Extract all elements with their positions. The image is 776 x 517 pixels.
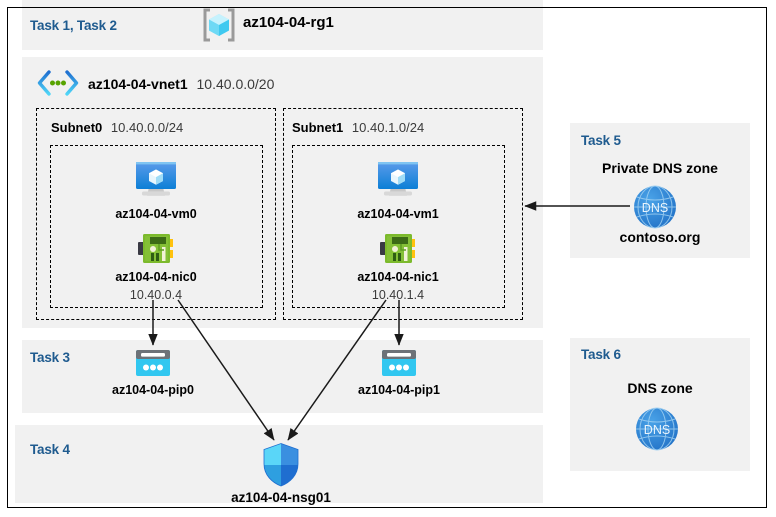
- vnet-address-space: 10.40.0.0/20: [196, 76, 275, 92]
- vm0-label: az104-04-vm0: [115, 207, 197, 221]
- network-interface-icon: [138, 232, 174, 265]
- subnet0-title: Subnet0 10.40.0.0/24: [51, 120, 183, 135]
- pip1-label: az104-04-pip1: [358, 383, 440, 397]
- subnet0-box: [36, 108, 276, 320]
- nic1-label: az104-04-nic1: [357, 270, 439, 284]
- public-ip-address-icon: [380, 348, 418, 378]
- diagram-outer-frame: [7, 7, 767, 508]
- task3-label: Task 3: [30, 350, 70, 365]
- subnet1-name: Subnet1: [292, 120, 344, 135]
- public-ip-address-icon: [134, 348, 172, 378]
- virtual-network-icon: [36, 70, 80, 96]
- task1-task2-label: Task 1, Task 2: [30, 18, 117, 33]
- private-dns-zone-title: Private DNS zone: [602, 160, 718, 176]
- subnet0-cidr: 10.40.0.0/24: [110, 120, 184, 135]
- task4-label: Task 4: [30, 442, 70, 457]
- resource-group-icon: [201, 8, 237, 42]
- vnet-name: az104-04-vnet1: [88, 76, 188, 92]
- network-interface-icon: [380, 232, 416, 265]
- subnet1-box: [283, 108, 523, 320]
- subnet1-cidr: 10.40.1.0/24: [351, 120, 425, 135]
- nsg01-label: az104-04-nsg01: [231, 490, 331, 505]
- dns-icon-text: DNS: [644, 423, 670, 437]
- task5-label: Task 5: [581, 133, 621, 148]
- virtual-machine-icon: [375, 158, 421, 200]
- nic0-ip: 10.40.0.4: [129, 288, 183, 302]
- private-dns-zone-name: contoso.org: [619, 229, 701, 245]
- dns-icon-text: DNS: [642, 201, 668, 215]
- network-security-group-icon: [261, 442, 301, 488]
- task6-label: Task 6: [581, 347, 621, 362]
- dns-zone-title: DNS zone: [627, 380, 693, 396]
- vnet-title: az104-04-vnet1 10.40.0.0/20: [88, 76, 274, 92]
- nic0-label: az104-04-nic0: [115, 270, 197, 284]
- subnet0-inner-box: [50, 145, 263, 308]
- vm1-label: az104-04-vm1: [357, 207, 439, 221]
- dns-zone-icon: DNS: [634, 406, 680, 452]
- dns-zone-icon: DNS: [632, 184, 678, 230]
- resource-group-name: az104-04-rg1: [243, 14, 334, 31]
- task1-task2-panel: [22, 0, 543, 50]
- task3-panel: [22, 340, 543, 413]
- virtual-machine-icon: [133, 158, 179, 200]
- subnet1-title: Subnet1 10.40.1.0/24: [292, 120, 424, 135]
- vnet-panel: [22, 57, 543, 328]
- subnet0-name: Subnet0: [51, 120, 103, 135]
- pip0-label: az104-04-pip0: [112, 383, 194, 397]
- nic1-ip: 10.40.1.4: [371, 288, 425, 302]
